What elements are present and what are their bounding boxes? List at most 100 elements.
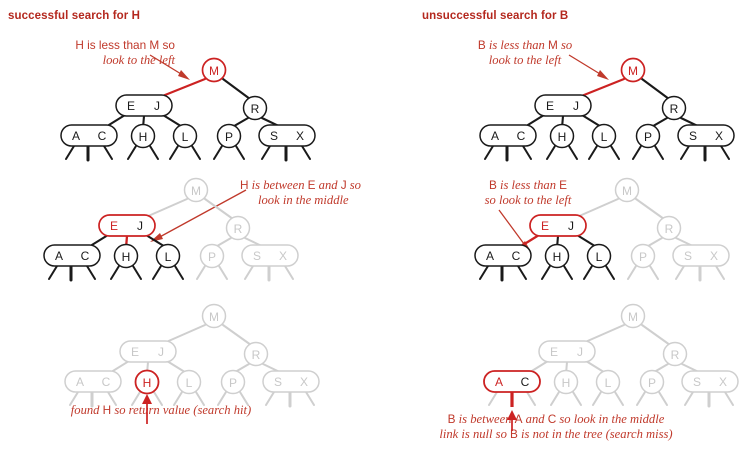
node-M-key: M [628, 310, 638, 324]
node-R-faded: R [243, 341, 269, 367]
pointer-arrow-stage1 [568, 54, 609, 80]
node-P-faded: P [639, 369, 665, 395]
node-H-faded: H [553, 369, 579, 395]
node-EJ-faded: E J [538, 340, 596, 363]
node-H: H [113, 243, 139, 269]
panel-successful-search: successful search for H H is less than M… [0, 0, 372, 475]
node-M-faded: M [614, 177, 640, 203]
null-links-stage3 [488, 391, 734, 408]
node-H-key: H [139, 130, 148, 144]
node-L: L [586, 243, 612, 269]
edge-M-R-faded [204, 198, 234, 220]
node-L-key: L [596, 250, 603, 264]
node-AC-key-A: A [486, 249, 494, 263]
edge-M-EJ [577, 77, 626, 99]
stage-2-successful: H is between E and J so look in the midd… [0, 0, 372, 475]
node-R-key: R [234, 222, 243, 236]
node-R-faded: R [656, 215, 682, 241]
node-AC-key-A: A [72, 129, 80, 143]
node-L-key: L [182, 130, 189, 144]
panel-title-unsuccessful: unsuccessful search for B [422, 10, 569, 22]
node-H: H [549, 123, 575, 149]
annotation-stage1-right: B is less than M so look to the left [445, 38, 605, 69]
node-EJ-key-E: E [110, 219, 118, 233]
node-M-faded: M [620, 303, 646, 329]
node-SX-key-S: S [253, 249, 261, 263]
node-SX-faded: S X [672, 244, 730, 267]
node-AC-key-A: A [491, 129, 499, 143]
node-AC-key-C: C [517, 129, 526, 143]
null-links-stage1 [65, 145, 311, 162]
node-M: M [201, 57, 227, 83]
node-L-key: L [605, 376, 612, 390]
tree-stage-1-unsuccessful: M E J R A C H L [479, 54, 735, 162]
node-SX-key-S: S [693, 375, 701, 389]
node-P-key: P [225, 130, 233, 144]
note-line1: B is less than E [488, 178, 568, 192]
node-SX-key-X: X [279, 249, 287, 263]
node-R-key: R [670, 102, 679, 116]
node-P: P [635, 123, 661, 149]
node-P: P [216, 123, 242, 149]
node-AC: A C [479, 124, 537, 147]
node-M-key: M [209, 64, 219, 78]
node-M-key: M [191, 184, 201, 198]
node-P-key: P [639, 250, 647, 264]
node-AC-key-C: C [512, 249, 521, 263]
node-EJ-key-E: E [546, 99, 554, 113]
node-SX-key-S: S [689, 129, 697, 143]
node-L-key: L [601, 130, 608, 144]
note-line1: B is less than M so [477, 38, 573, 52]
note-key-H: H is less than M so [75, 38, 175, 52]
node-H-key: H [122, 250, 131, 264]
node-P-key: P [644, 130, 652, 144]
node-SX-faded: S X [262, 370, 320, 393]
node-P-key: P [648, 376, 656, 390]
node-H-key: H [558, 130, 567, 144]
node-SX-key-X: X [710, 249, 718, 263]
node-SX: S X [677, 124, 735, 147]
note-line2: so look to the left [484, 193, 572, 208]
tree-stage-3-successful: M E J R A C L P [64, 303, 320, 424]
note-line2: look to the left [488, 53, 562, 68]
node-L: L [591, 123, 617, 149]
node-EJ-key-E: E [131, 345, 139, 359]
stage-1-successful: H is less than M so look to the left [0, 0, 372, 475]
node-L: L [172, 123, 198, 149]
stage-3-unsuccessful: B is between A and C so look in the midd… [373, 0, 745, 475]
node-SX-key-X: X [296, 129, 304, 143]
panel-unsuccessful-search: unsuccessful search for B B is less than… [373, 0, 745, 475]
node-EJ-key-J: J [577, 345, 583, 359]
edge-M-R [640, 77, 671, 101]
node-L-faded: L [595, 369, 621, 395]
node-R-faded: R [225, 215, 251, 241]
node-M-faded: M [201, 303, 227, 329]
note-line2: look in the middle [258, 193, 349, 208]
node-AC-faded: A C [64, 370, 122, 393]
node-P-faded: P [220, 369, 246, 395]
node-P-key: P [229, 376, 237, 390]
pointer-arrow-stage1 [149, 54, 190, 80]
node-L-faded: L [176, 369, 202, 395]
node-AC-key-C: C [521, 375, 530, 389]
annotation-stage1-left: H is less than M so look to the left [30, 38, 175, 69]
node-H-key: H [562, 376, 571, 390]
node-M-key: M [622, 184, 632, 198]
node-P-faded: P [199, 243, 225, 269]
node-SX-faded: S X [241, 244, 299, 267]
null-links-stage2 [48, 265, 294, 282]
node-EJ-key-J: J [573, 99, 579, 113]
node-H-key: H [553, 250, 562, 264]
node-EJ-faded: E J [119, 340, 177, 363]
null-links-stage1 [484, 145, 730, 162]
tree-stage-2-successful: M R P S X E J A C [43, 177, 299, 282]
node-H: H [130, 123, 156, 149]
node-R-key: R [252, 348, 261, 362]
node-EJ-key-J: J [568, 219, 574, 233]
node-M-key: M [628, 64, 638, 78]
node-SX-key-S: S [270, 129, 278, 143]
arrow-up-to-H [142, 394, 152, 424]
node-EJ-highlighted: E J [98, 214, 156, 237]
node-EJ-key-E: E [541, 219, 549, 233]
node-AC: A C [43, 244, 101, 267]
